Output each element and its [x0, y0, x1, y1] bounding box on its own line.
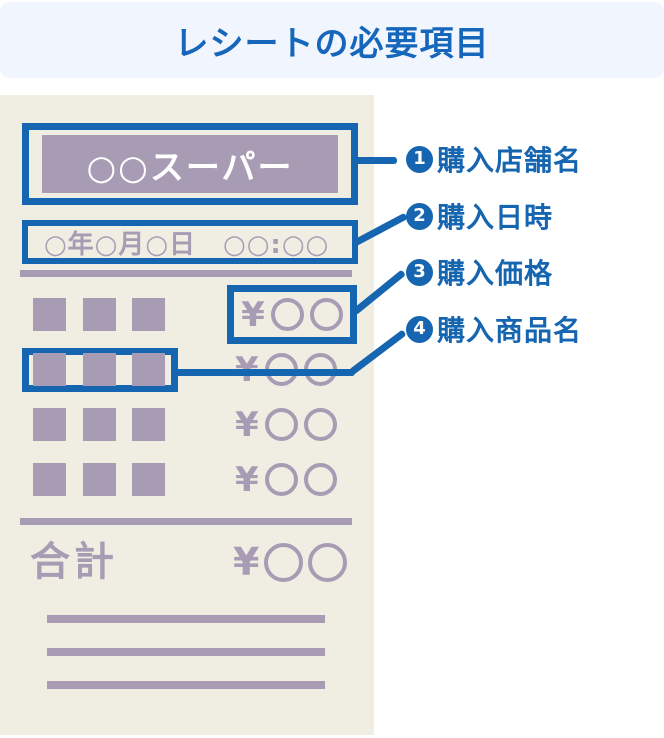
item-row: ¥: [0, 285, 374, 344]
item-name-highlight-box: [22, 348, 178, 392]
annotation-store-name: 1 購入店舗名: [406, 144, 582, 177]
price-circle: [264, 542, 304, 582]
annotation-label: 購入価格: [437, 257, 554, 290]
item-row: ¥: [0, 408, 374, 442]
annotation-item-name: 4 購入商品名: [406, 314, 582, 347]
store-name-text: ○○スーパー: [86, 147, 294, 188]
annotation-label: 購入商品名: [437, 314, 583, 347]
item-name-block: [132, 353, 165, 386]
price-highlight-box: ¥: [227, 285, 357, 344]
annotation-number-badge: 3: [406, 258, 433, 286]
item-name-block: [33, 408, 66, 441]
item-name-block: [132, 298, 165, 331]
annotation-label: 購入日時: [437, 201, 554, 234]
price-group: ¥: [235, 463, 337, 497]
item-name-block: [83, 463, 116, 496]
item-name-block: [83, 408, 116, 441]
title-banner: レシートの必要項目: [0, 2, 664, 78]
page-title: レシートの必要項目: [174, 23, 490, 64]
connector-line-item-name: [175, 369, 355, 376]
price-group: ¥: [235, 408, 337, 442]
item-row: ¥: [0, 463, 374, 497]
divider-line: [20, 518, 352, 525]
price-circle: [309, 298, 343, 331]
total-label: 合計: [30, 539, 118, 585]
price-circle: [303, 463, 337, 496]
store-name-banner: ○○スーパー: [42, 135, 338, 193]
item-name-block: [132, 408, 165, 441]
store-name-highlight-box: ○○スーパー: [22, 123, 358, 205]
item-name-block: [33, 298, 66, 331]
footer-text-line: [47, 615, 325, 623]
total-price-group: ¥: [233, 540, 348, 584]
item-name-block: [132, 463, 165, 496]
yen-symbol: ¥: [233, 540, 260, 584]
price-circle: [270, 298, 304, 331]
connector-line-store-name: [351, 157, 397, 164]
datetime-highlight-box: ○年○月○日 ○○:○○: [22, 220, 358, 264]
price-circle: [308, 542, 348, 582]
receipt-illustration: ○○スーパー ○年○月○日 ○○:○○ ¥ ¥: [0, 95, 374, 735]
annotation-label: 購入店舗名: [437, 144, 583, 177]
annotation-datetime: 2 購入日時: [406, 201, 553, 234]
item-name-block: [33, 463, 66, 496]
annotation-number-badge: 4: [406, 315, 433, 343]
item-name-block: [83, 353, 116, 386]
item-name-block: [83, 298, 116, 331]
yen-symbol: ¥: [241, 294, 265, 335]
item-name-block: [33, 353, 66, 386]
annotation-price: 3 購入価格: [406, 257, 553, 290]
divider-line: [20, 270, 352, 277]
price-circle: [264, 408, 298, 441]
datetime-text: ○年○月○日 ○○:○○: [44, 229, 330, 260]
annotation-number-badge: 1: [406, 145, 433, 173]
footer-text-line: [47, 681, 325, 689]
yen-symbol: ¥: [235, 459, 259, 500]
annotation-number-badge: 2: [406, 202, 433, 230]
footer-text-line: [47, 648, 325, 656]
price-circle: [303, 408, 337, 441]
price-circle: [264, 463, 298, 496]
yen-symbol: ¥: [235, 404, 259, 445]
